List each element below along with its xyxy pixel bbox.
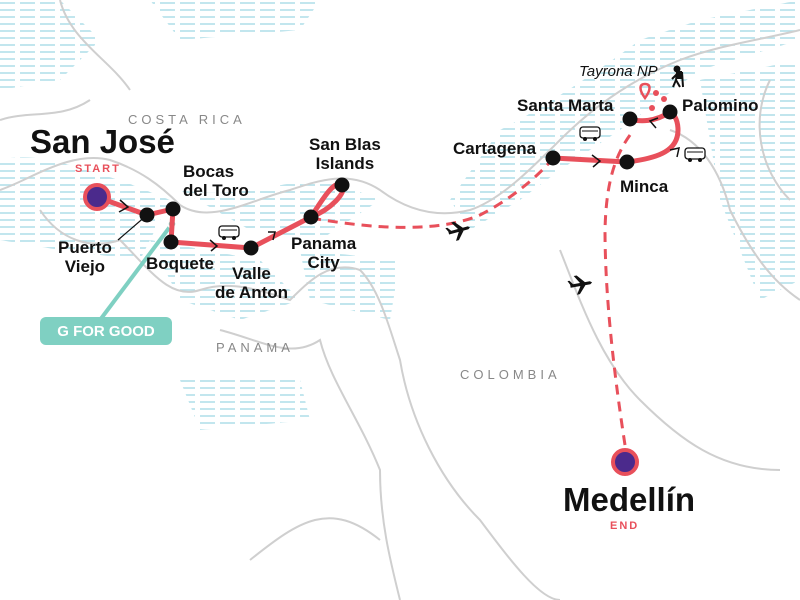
stop-puerto-viejo (139, 207, 155, 223)
bus-icon (218, 225, 240, 240)
route-colombia (552, 109, 681, 165)
end-city-label: Medellín (563, 481, 696, 518)
label-valle: Valle de Anton (215, 264, 289, 302)
label-san-blas: San Blas Islands (309, 135, 381, 173)
country-label-costa-rica: COSTA RICA (128, 112, 246, 127)
g-for-good-leader (98, 222, 174, 322)
label-minca: Minca (620, 177, 669, 196)
start-marker (83, 183, 111, 211)
tayrona-dots (649, 90, 667, 111)
flight-route-medellin (603, 134, 632, 446)
stop-valle (243, 240, 259, 256)
label-panama-city: Panama City (291, 234, 357, 272)
country-label-panama: PANAMA (216, 340, 294, 355)
label-cartagena: Cartagena (453, 139, 537, 158)
start-city-label: San José (30, 123, 175, 160)
stop-cartagena (545, 150, 561, 166)
country-label-colombia: COLOMBIA (460, 367, 561, 382)
stop-bocas (165, 201, 181, 217)
label-palomino: Palomino (682, 96, 759, 115)
label-tayrona: Tayrona NP (579, 63, 658, 80)
stop-palomino (662, 104, 678, 120)
pin-icon (639, 82, 651, 101)
stop-markers (139, 104, 678, 256)
bus-icon (579, 126, 601, 141)
g-for-good-badge: G FOR GOOD (40, 317, 172, 345)
direction-arrows (118, 117, 680, 252)
label-puerto-viejo: Puerto Viejo (58, 238, 112, 276)
label-santa-marta: Santa Marta (517, 96, 614, 115)
plane-icon (567, 275, 593, 295)
label-bocas: Bocas del Toro (183, 162, 249, 200)
stop-boquete (163, 234, 179, 250)
stop-santa-marta (622, 111, 638, 127)
plane-icon (445, 221, 470, 241)
stop-panama-city (303, 209, 319, 225)
flight-route-panama-cartagena (310, 157, 555, 229)
bus-icon (684, 147, 706, 162)
hiker-icon (671, 65, 684, 88)
stop-minca (619, 154, 635, 170)
label-boquete: Boquete (146, 254, 214, 273)
stop-san-blas (334, 177, 350, 193)
start-tag: START (75, 163, 121, 175)
end-marker (611, 448, 639, 476)
end-tag: END (610, 520, 640, 532)
